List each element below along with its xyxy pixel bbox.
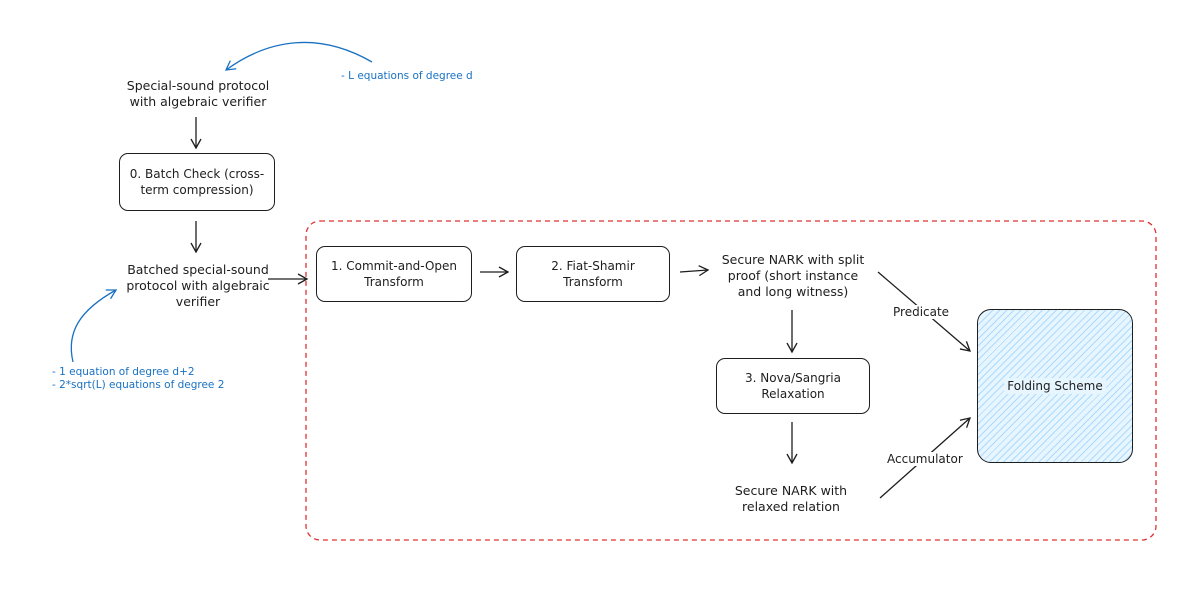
secure-nark-split-label: Secure NARK with split proof (short inst… [721,252,865,299]
secure-nark-relaxed-label: Secure NARK with relaxed relation [734,483,848,514]
bottom-note-line1: - 1 equation of degree d+2 [52,366,195,378]
special-sound-protocol-label: Special-sound protocol with algebraic ve… [126,78,270,109]
nova-sangria-label: 3. Nova/Sangria Relaxation [745,371,841,401]
batched-special-sound-label: Batched special-sound protocol with alge… [126,262,270,309]
dashed-region [305,220,1157,541]
nova-sangria-box: 3. Nova/Sangria Relaxation [716,358,870,414]
blue-arrow-bottom [70,289,118,363]
commit-and-open-label: 1. Commit-and-Open Transform [330,259,458,289]
bottom-note-line2: - 2*sqrt(L) equations of degree 2 [52,379,225,391]
commit-and-open-box: 1. Commit-and-Open Transform [316,246,472,302]
blue-arrow-top [224,41,373,71]
arrow-fiat-to-nark [679,265,710,277]
accumulator-edge-label: Accumulator [885,452,965,466]
fiat-shamir-label: 2. Fiat-Shamir Transform [551,259,635,289]
top-note: - L equations of degree d [341,70,473,82]
folding-scheme-label: Folding Scheme [1004,378,1106,394]
batch-check-label: 0. Batch Check (cross- term compression) [129,167,265,197]
fiat-shamir-box: 2. Fiat-Shamir Transform [516,246,670,302]
batch-check-box: 0. Batch Check (cross- term compression) [119,153,275,211]
folding-scheme-box: Folding Scheme [977,309,1133,463]
predicate-edge-label: Predicate [891,305,952,319]
